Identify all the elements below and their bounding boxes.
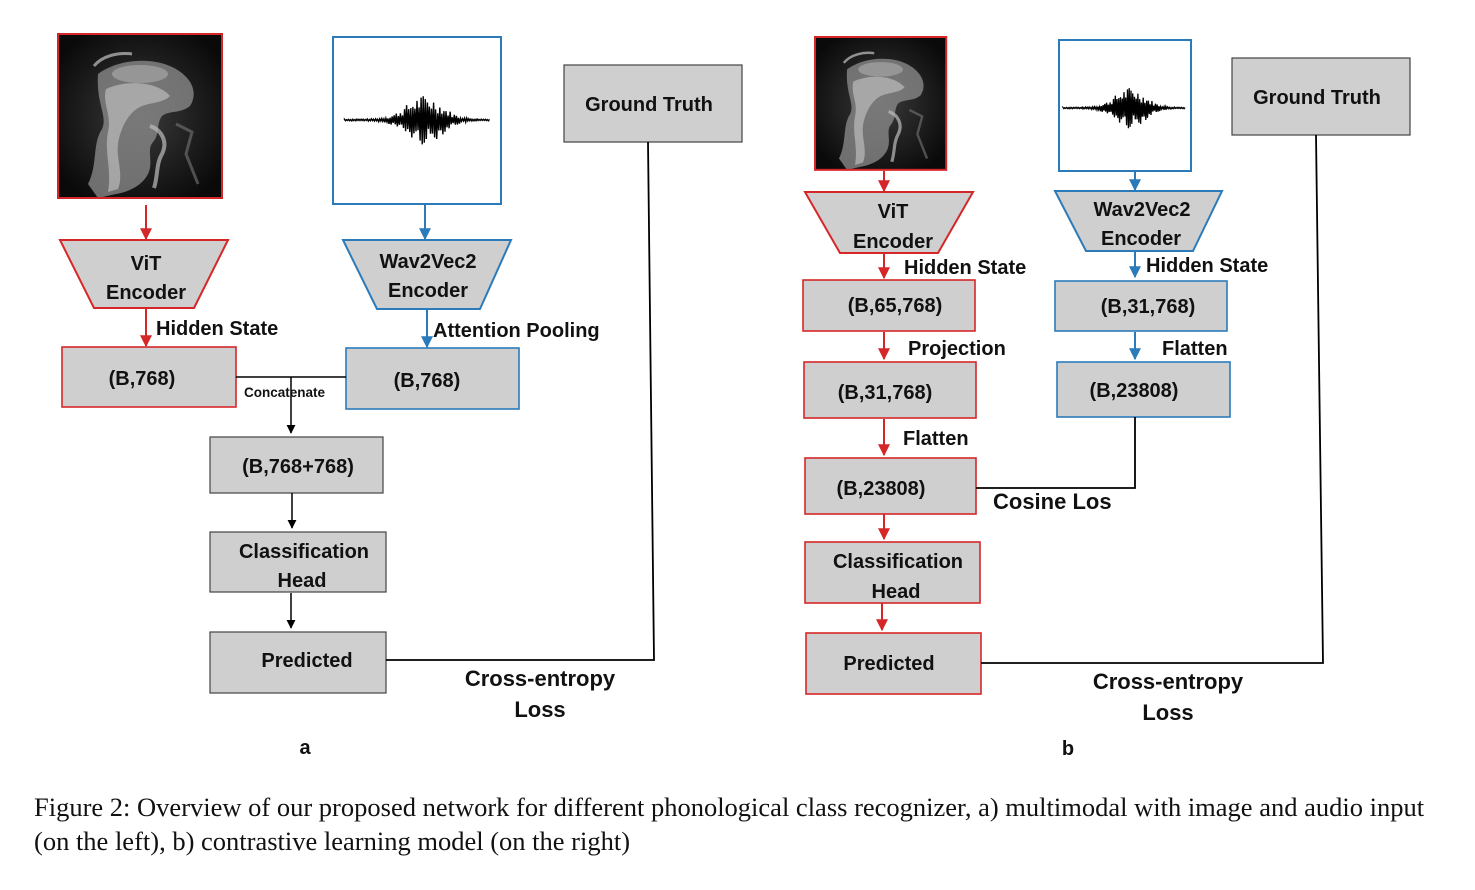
image-flat-label-b: (B,23808) — [837, 478, 926, 500]
audio-image-a — [332, 36, 502, 205]
vit-output-box-a: (B,768) — [61, 346, 237, 408]
image-flat-box-b: (B,23808) — [804, 457, 977, 515]
ground-truth-label-b: Ground Truth — [1253, 87, 1381, 109]
wav2vec-encoder-b: Wav2Vec2 Encoder — [1053, 190, 1224, 252]
audio-hidden-box-b: (B,31,768) — [1054, 280, 1228, 332]
attention-pooling-label: Attention Pooling — [433, 320, 600, 342]
hidden-state-label-a: Hidden State — [156, 318, 278, 340]
mri-sagittal-icon — [813, 35, 948, 172]
panel-tag-b: b — [1062, 738, 1074, 760]
wav2vec-encoder-a: Wav2Vec2 Encoder — [341, 239, 513, 310]
audio-hidden-label-b: (B,31,768) — [1101, 296, 1196, 318]
cross-entropy-label-b: Cross-entropy — [1093, 669, 1244, 694]
classification-head-label-line2-b: Head — [872, 581, 921, 603]
flatten-label-b-audio: Flatten — [1162, 338, 1228, 360]
audio-output-label-a: (B,768) — [394, 370, 461, 392]
wav2vec-encoder-label-line2: Encoder — [388, 280, 468, 302]
projected-box-b: (B,31,768) — [803, 361, 977, 419]
ground-truth-box-a: Ground Truth — [563, 64, 743, 143]
wav2vec-encoder-label-line1: Wav2Vec2 — [379, 251, 476, 273]
figure-caption: Figure 2: Overview of our proposed netwo… — [34, 792, 1425, 856]
loss-label-a: Loss — [514, 697, 565, 722]
concat-output-label: (B,768+768) — [242, 456, 354, 478]
audio-flat-box-b: (B,23808) — [1056, 361, 1231, 418]
audio-flat-label-b: (B,23808) — [1090, 380, 1179, 402]
mri-image-b — [813, 35, 948, 172]
audio-output-box-a: (B,768) — [345, 347, 520, 410]
classification-head-b: Classification Head — [804, 541, 981, 604]
mri-image-a — [56, 32, 224, 200]
classification-head-a: Classification Head — [209, 531, 387, 593]
cosine-loss-label: Cosine Los — [993, 489, 1112, 514]
cross-entropy-label-a: Cross-entropy — [465, 666, 616, 691]
projection-label: Projection — [908, 338, 1006, 360]
classification-head-label-line1-a: Classification — [239, 541, 369, 563]
vit-encoder-b: ViT Encoder — [803, 191, 975, 254]
waveform-icon — [343, 96, 491, 145]
hidden-state-label-b-image: Hidden State — [904, 257, 1026, 279]
classification-head-label-line1-b: Classification — [833, 551, 963, 573]
waveform-icon — [1062, 88, 1186, 129]
predicted-box-b: Predicted — [805, 632, 982, 695]
classification-head-label-line2-a: Head — [278, 570, 327, 592]
wav2vec-encoder-label-line2-b: Encoder — [1101, 228, 1181, 250]
concat-output-box: (B,768+768) — [209, 436, 384, 494]
predicted-label-b: Predicted — [843, 653, 934, 675]
vit-encoder-label-line1-b: ViT — [878, 201, 909, 223]
ground-truth-label-a: Ground Truth — [585, 94, 713, 116]
flatten-label-b-image: Flatten — [903, 428, 969, 450]
vit-hidden-label-b: (B,65,768) — [848, 295, 943, 317]
vit-encoder-label-line2: Encoder — [106, 282, 186, 304]
loss-label-b: Loss — [1142, 700, 1193, 725]
vit-encoder-label-line1: ViT — [131, 253, 162, 275]
audio-image-b — [1058, 39, 1192, 172]
ground-truth-box-b: Ground Truth — [1231, 57, 1411, 136]
mri-sagittal-icon — [56, 32, 224, 200]
predicted-label-a: Predicted — [261, 650, 352, 672]
vit-encoder-a: ViT Encoder — [58, 239, 230, 309]
predicted-box-a: Predicted — [209, 631, 387, 694]
hidden-state-label-b-audio: Hidden State — [1146, 255, 1268, 277]
vit-hidden-box-b: (B,65,768) — [802, 279, 976, 332]
projected-label-b: (B,31,768) — [838, 382, 933, 404]
panel-tag-a: a — [299, 737, 311, 759]
vit-output-label-a: (B,768) — [109, 368, 176, 390]
concatenate-label: Concatenate — [244, 385, 326, 400]
vit-encoder-label-line2-b: Encoder — [853, 231, 933, 253]
wav2vec-encoder-label-line1-b: Wav2Vec2 — [1093, 199, 1190, 221]
